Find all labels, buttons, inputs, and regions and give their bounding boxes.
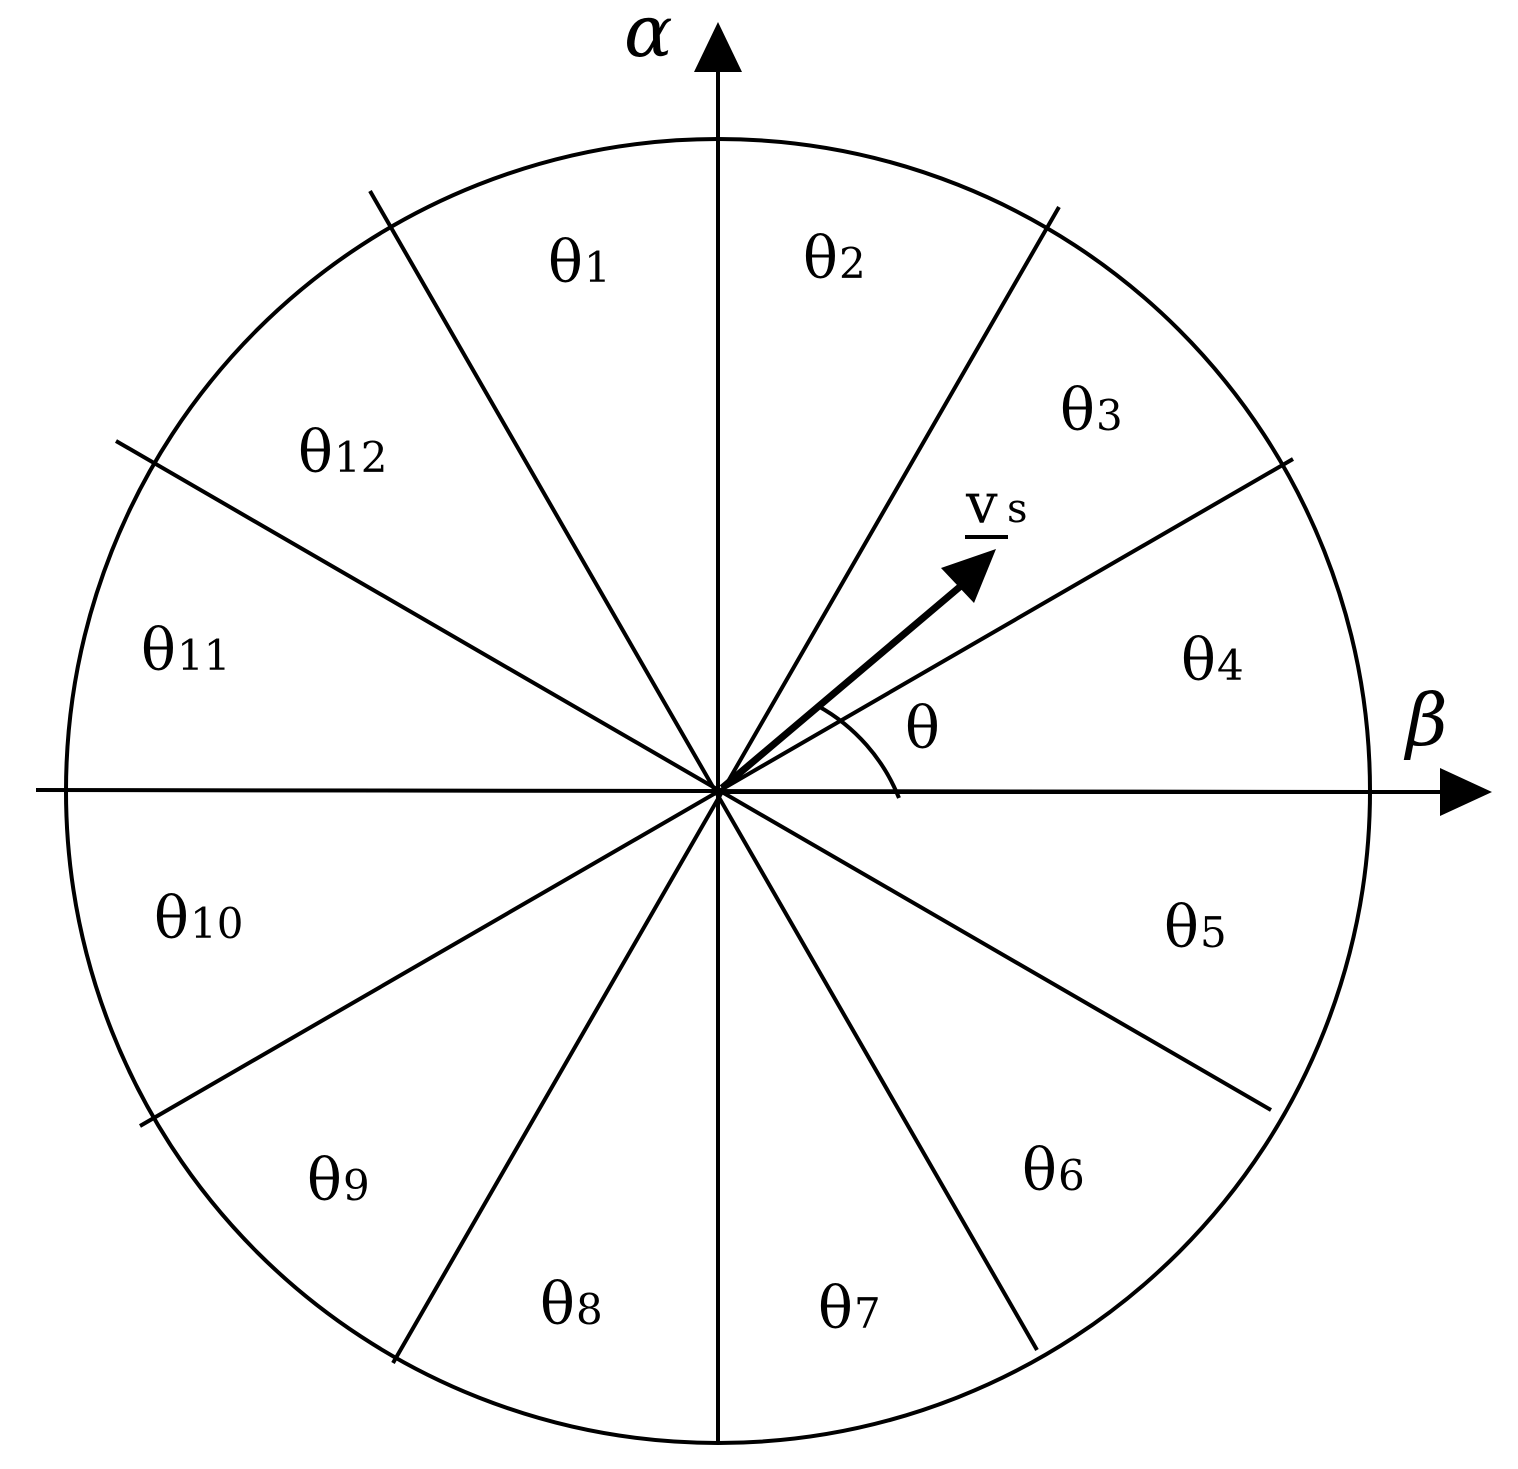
sector-index: 7 [854, 1289, 881, 1338]
theta-symbol: θ [154, 884, 189, 952]
theta-symbol: θ [141, 616, 176, 684]
theta-symbol: θ [1164, 893, 1199, 961]
angle-arc [817, 704, 901, 799]
vector-symbol: v [965, 472, 998, 537]
sector-index: 12 [334, 433, 387, 482]
theta-symbol: θ [307, 1146, 342, 1214]
sector-boundary-120 [368, 190, 1039, 1351]
sector-index: 2 [839, 239, 866, 288]
beta-axis-arrowhead [1440, 768, 1492, 816]
beta-axis-label: β [1403, 678, 1448, 762]
theta-symbol: θ [548, 228, 583, 296]
sector-label-8: θ 8 [540, 1270, 603, 1338]
sector-index: 3 [1096, 391, 1123, 440]
sector-label-7: θ 7 [818, 1274, 881, 1342]
sector-label-11: θ 11 [141, 616, 230, 684]
theta-symbol: θ [1181, 626, 1216, 694]
vector-vs-label: v s [965, 472, 1028, 539]
sector-index: 6 [1058, 1151, 1085, 1200]
alpha-axis-arrowhead [694, 22, 742, 72]
sector-index: 10 [190, 899, 243, 948]
sector-index: 9 [343, 1161, 370, 1210]
sector-label-6: θ 6 [1022, 1136, 1085, 1204]
angle-label: θ [905, 694, 940, 762]
sector-label-4: θ 4 [1181, 626, 1244, 694]
vector-vs-shaft [719, 582, 965, 791]
sector-label-5: θ 5 [1164, 893, 1227, 961]
sector-index: 4 [1217, 641, 1244, 690]
sector-label-9: θ 9 [307, 1146, 370, 1214]
sector-label-3: θ 3 [1060, 376, 1123, 444]
sector-label-1: θ 1 [548, 228, 611, 296]
theta-symbol: θ [1022, 1136, 1057, 1204]
vector-vs-arrowhead [941, 549, 996, 603]
sector-boundary-150 [114, 439, 1273, 1112]
sector-index: 1 [584, 243, 611, 292]
sector-label-12: θ 12 [298, 418, 387, 486]
sector-index: 11 [177, 631, 230, 680]
theta-symbol: θ [803, 224, 838, 292]
sector-label-10: θ 10 [154, 884, 243, 952]
theta-symbol: θ [1060, 376, 1095, 444]
sector-index: 8 [576, 1285, 603, 1334]
theta-symbol: θ [818, 1274, 853, 1342]
vector-subscript: s [1007, 486, 1028, 532]
theta-symbol: θ [298, 418, 333, 486]
theta-symbol: θ [540, 1270, 575, 1338]
sector-index: 5 [1200, 908, 1227, 957]
sector-label-2: θ 2 [803, 224, 866, 292]
alpha-axis-label: α [624, 0, 673, 73]
